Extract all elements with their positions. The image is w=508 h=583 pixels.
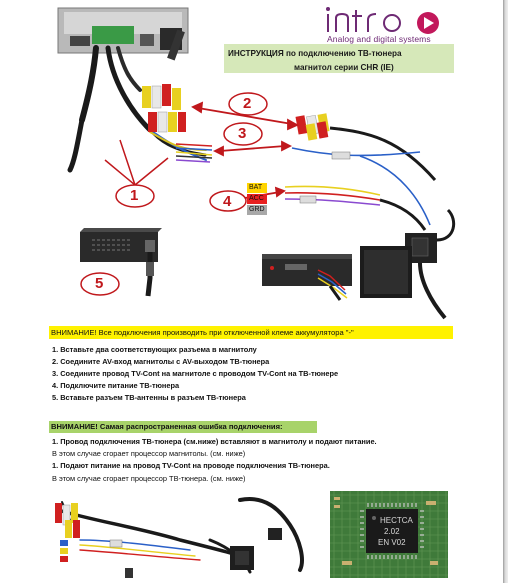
- common-error-heading: ВНИМАНИЕ! Самая распространенная ошибка …: [49, 421, 317, 433]
- page-edge-shadow: [503, 0, 508, 583]
- logo-tagline: Analog and digital systems: [327, 34, 431, 44]
- error-line: 1. Провод подключения ТВ-тюнера (см.ниже…: [52, 437, 377, 446]
- burned-chip-photo: HECTCA 2.02 EN V02: [330, 491, 448, 578]
- page-title: ИНСТРУКЦИЯ по подключению ТВ-тюнера магн…: [224, 44, 454, 73]
- common-error-title: ВНИМАНИЕ! Самая распространенная ошибка …: [51, 422, 283, 431]
- step-item: 5. Вставьте разъем ТВ-антенны в разъем Т…: [52, 393, 246, 403]
- steps-list: 1. Вставьте два соответствующих разъема …: [52, 344, 338, 404]
- battery-warning: ВНИМАНИЕ! Все подключения производить пр…: [49, 326, 453, 339]
- error-line: В этом случае сгорает процессор ТВ-тюнер…: [52, 473, 246, 483]
- step-item: 3. Соедините провод TV-Cont на магнитоле…: [52, 369, 339, 379]
- error-line: 1. Подают питание на провод TV-Cont на п…: [52, 461, 330, 471]
- grd-tag: GRD: [247, 205, 267, 215]
- callout-5: 5: [95, 275, 104, 292]
- callout-2: 2: [243, 95, 252, 112]
- title-line-1: ИНСТРУКЦИЯ по подключению ТВ-тюнера: [228, 49, 402, 58]
- step-item: 4. Подключите питание ТВ-тюнера: [52, 381, 180, 391]
- step-item: 2. Соедините AV-вход магнитолы с AV-выхо…: [52, 357, 270, 367]
- step-item: 1. Вставьте два соответствующих разъема …: [52, 345, 257, 354]
- bat-tag: BAT: [247, 183, 267, 193]
- title-line-2: магнитол серии CHR (IE): [294, 63, 394, 72]
- head-unit-image: [57, 7, 189, 61]
- chip-line-3: EN V02: [378, 538, 406, 547]
- callout-3: 3: [238, 125, 247, 142]
- callout-4: 4: [223, 193, 232, 210]
- acc-tag: ACC: [247, 194, 267, 204]
- chip-line-1: HECTCA: [380, 516, 414, 525]
- error-list: 1. Провод подключения ТВ-тюнера (см.ниже…: [52, 436, 377, 485]
- error-line: В этом случае сгорает процессор магнитол…: [52, 449, 246, 459]
- chip-line-2: 2.02: [384, 527, 400, 536]
- intro-logo: [326, 7, 439, 34]
- callout-1: 1: [130, 187, 139, 204]
